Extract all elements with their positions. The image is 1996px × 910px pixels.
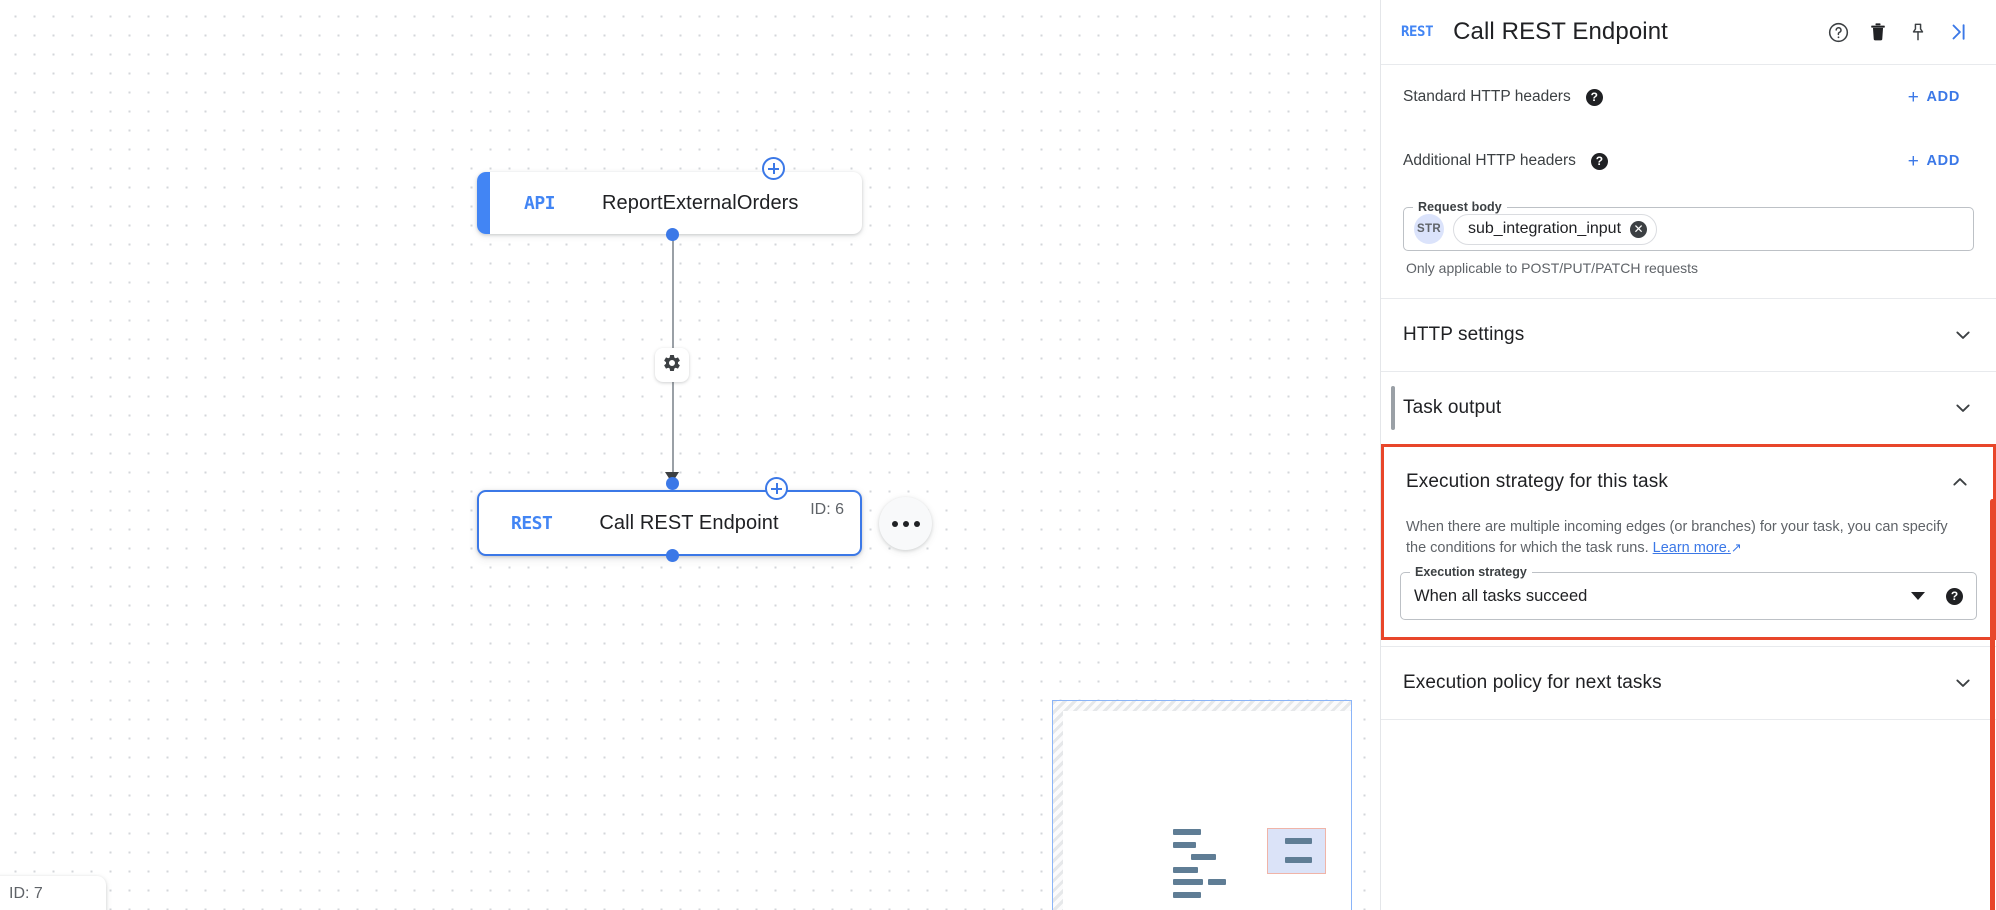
- request-body-legend: Request body: [1413, 200, 1507, 214]
- standard-http-headers-row: Standard HTTP headers ? + ADD: [1381, 65, 1996, 129]
- help-icon[interactable]: [1818, 12, 1858, 52]
- panel-header: REST Call REST Endpoint: [1381, 0, 1996, 65]
- execution-strategy-legend: Execution strategy: [1410, 565, 1532, 580]
- help-icon[interactable]: ?: [1585, 88, 1603, 106]
- canvas-node-rest[interactable]: REST Call REST Endpoint ID: 6: [477, 490, 862, 556]
- section-http-settings[interactable]: HTTP settings: [1381, 299, 1996, 371]
- task-type-badge: REST: [1401, 24, 1434, 40]
- divider: [1381, 719, 1996, 721]
- chevron-down-icon: [1952, 672, 1974, 694]
- chevron-down-icon[interactable]: [1911, 592, 1925, 601]
- minimap-hatch-left: [1053, 701, 1063, 910]
- execution-strategy-value: When all tasks succeed: [1414, 586, 1588, 605]
- workflow-canvas[interactable]: API ReportExternalOrders REST Call REST …: [0, 0, 1380, 910]
- panel-body[interactable]: Standard HTTP headers ? + ADD Additional…: [1381, 65, 1996, 910]
- page-title: Call REST Endpoint: [1453, 18, 1668, 45]
- variable-type-chip: STR: [1414, 214, 1444, 244]
- minimap-nodes: [1173, 828, 1343, 898]
- add-node-button-rest[interactable]: [765, 477, 788, 500]
- node-accent-bar: [477, 172, 490, 234]
- plus-icon: +: [1907, 86, 1920, 108]
- node-id-label: ID: 7: [9, 885, 43, 902]
- panel-scrollbar[interactable]: [1989, 130, 1996, 910]
- request-body-field[interactable]: Request body STR sub_integration_input ✕: [1403, 200, 1974, 251]
- panel-scrollbar-thumb[interactable]: [1990, 499, 1995, 910]
- task-config-panel: REST Call REST Endpoint: [1380, 0, 1996, 910]
- external-link-icon: ↗: [1730, 539, 1742, 555]
- minimap-hatch-top: [1053, 701, 1351, 711]
- help-icon[interactable]: ?: [1946, 587, 1963, 605]
- inner-scrollbar-thumb[interactable]: [1391, 386, 1395, 430]
- help-icon[interactable]: ?: [1590, 152, 1608, 170]
- chevron-down-icon: [1952, 397, 1974, 419]
- add-label: ADD: [1926, 89, 1960, 105]
- standard-http-headers-label: Standard HTTP headers: [1403, 88, 1571, 105]
- more-dot: [902, 520, 909, 527]
- execution-strategy-select-wrapper: Execution strategy When all tasks succee…: [1384, 558, 1993, 637]
- node-output-port[interactable]: [666, 549, 679, 562]
- close-icon[interactable]: ✕: [1630, 220, 1648, 238]
- execution-strategy-header[interactable]: Execution strategy for this task: [1384, 447, 1993, 517]
- node-type-badge: REST: [511, 512, 553, 534]
- node-type-badge: API: [524, 192, 556, 214]
- description-line-2: you can specify the conditions for which…: [1406, 519, 1948, 556]
- learn-more-link[interactable]: Learn more.: [1652, 539, 1731, 556]
- collapse-panel-icon[interactable]: [1938, 12, 1978, 52]
- pin-icon[interactable]: [1898, 12, 1938, 52]
- node-title: ReportExternalOrders: [602, 191, 799, 214]
- node-id-label: ID: 6: [810, 501, 844, 518]
- node-input-port[interactable]: [666, 477, 679, 490]
- delete-icon[interactable]: [1858, 12, 1898, 52]
- divider: [1381, 646, 1996, 648]
- node-output-port[interactable]: [666, 228, 679, 241]
- request-body-variable-chip[interactable]: sub_integration_input ✕: [1453, 213, 1658, 245]
- execution-strategy-select[interactable]: Execution strategy When all tasks succee…: [1400, 565, 1977, 621]
- chevron-up-icon: [1949, 471, 1971, 493]
- add-standard-header-button[interactable]: + ADD: [1908, 88, 1978, 107]
- add-additional-header-button[interactable]: + ADD: [1908, 152, 1978, 171]
- request-body-helper-text: Only applicable to POST/PUT/PATCH reques…: [1406, 260, 1699, 276]
- minimap-viewport[interactable]: [1267, 828, 1326, 874]
- add-label: ADD: [1926, 153, 1960, 169]
- chevron-down-icon: [1952, 324, 1974, 346]
- more-dot: [891, 520, 898, 527]
- node-title: Call REST Endpoint: [599, 511, 779, 534]
- add-node-button-api[interactable]: [762, 157, 785, 180]
- section-title: Execution strategy for this task: [1406, 471, 1668, 492]
- edge-settings-button[interactable]: [655, 348, 689, 382]
- divider: [1381, 371, 1996, 372]
- section-title: HTTP settings: [1403, 324, 1525, 345]
- execution-strategy-description: When there are multiple incoming edges (…: [1384, 517, 1993, 558]
- canvas-node-api[interactable]: API ReportExternalOrders: [477, 172, 862, 234]
- more-dot: [913, 520, 920, 527]
- section-task-output[interactable]: Task output: [1381, 372, 1996, 444]
- gear-icon: [662, 353, 682, 378]
- request-body-field-wrapper: Request body STR sub_integration_input ✕: [1381, 193, 1996, 251]
- section-execution-policy[interactable]: Execution policy for next tasks: [1381, 647, 1996, 719]
- minimap[interactable]: [1052, 700, 1352, 910]
- additional-http-headers-label: Additional HTTP headers: [1403, 152, 1576, 169]
- plus-icon: +: [1907, 150, 1920, 172]
- divider: [1381, 298, 1996, 299]
- additional-http-headers-row: Additional HTTP headers ? + ADD: [1381, 129, 1996, 193]
- node-more-menu-button[interactable]: [879, 497, 932, 550]
- execution-strategy-section: Execution strategy for this task When th…: [1381, 444, 1996, 641]
- description-line-1: When there are multiple incoming edges (…: [1406, 519, 1844, 535]
- section-title: Task output: [1403, 397, 1502, 418]
- section-title: Execution policy for next tasks: [1403, 672, 1662, 694]
- canvas-node-partial[interactable]: ID: 7: [0, 876, 106, 910]
- variable-name: sub_integration_input: [1468, 220, 1622, 237]
